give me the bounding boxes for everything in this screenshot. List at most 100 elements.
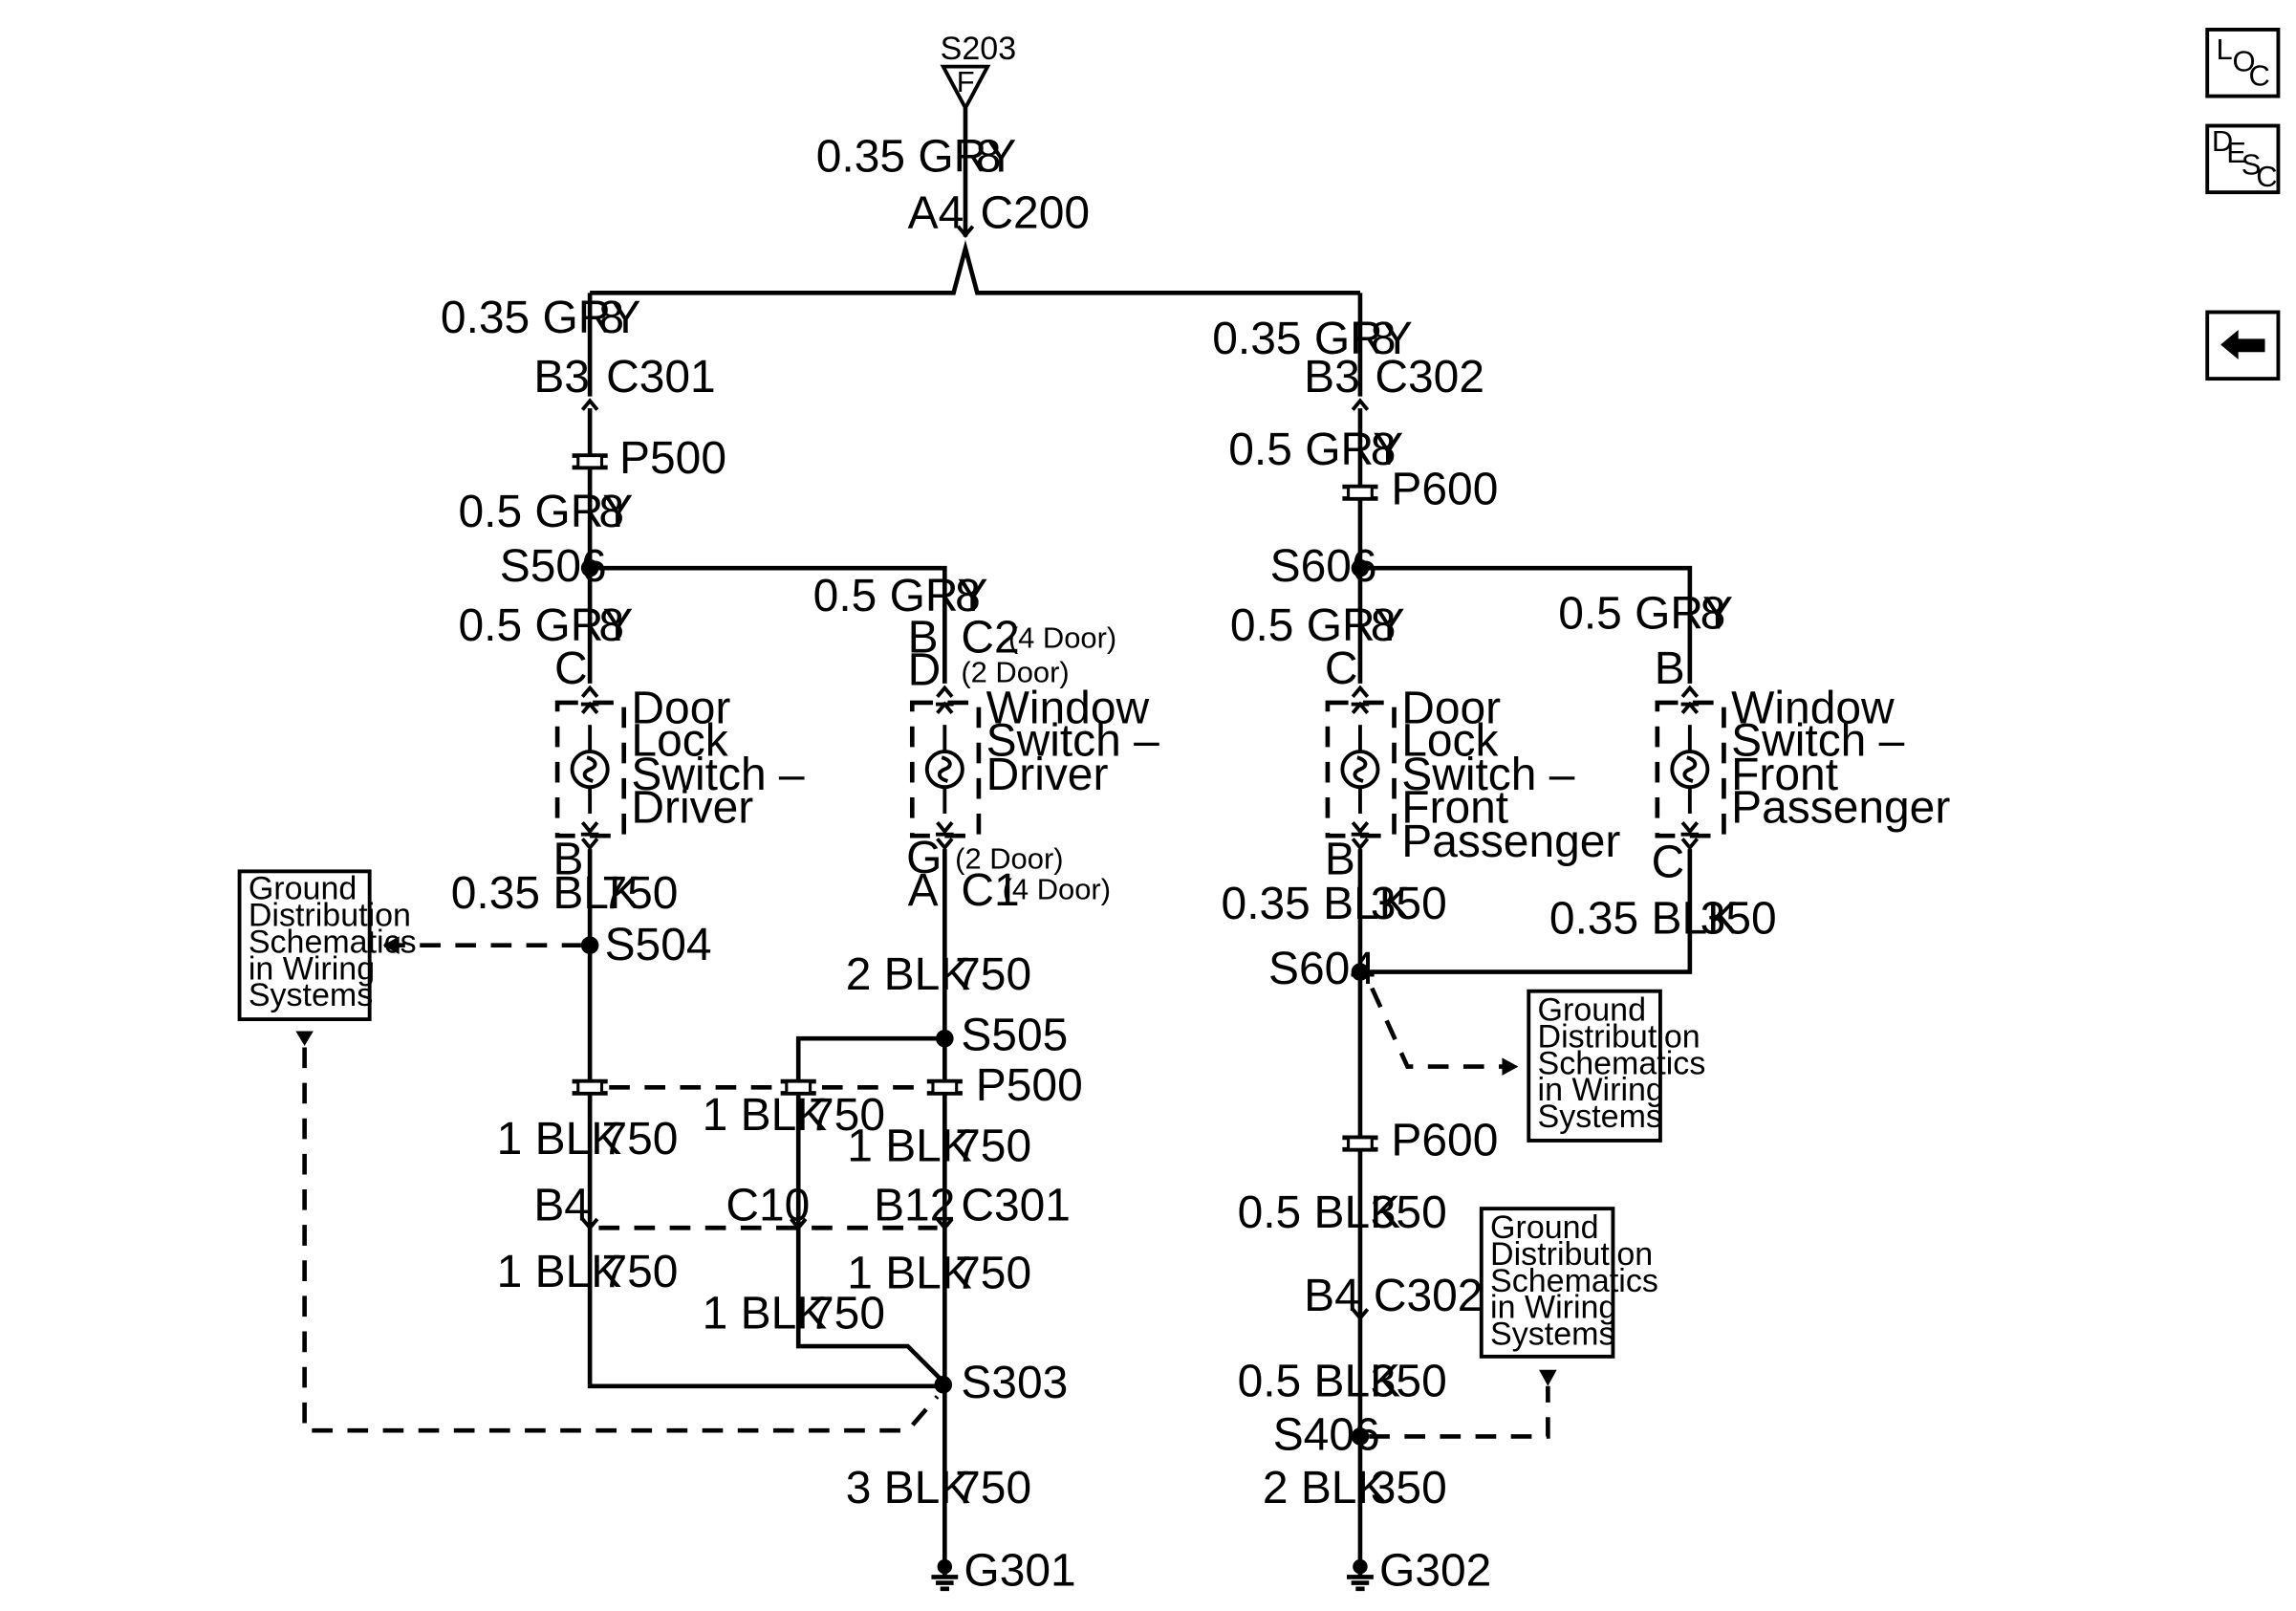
circuit-number: 350 — [1371, 1187, 1447, 1238]
circuit-number: 8 — [598, 600, 624, 651]
wire-label: 0.5 GRY — [1228, 425, 1403, 475]
connector-label: P600 — [1391, 465, 1498, 515]
circuit-number: 8 — [1371, 425, 1397, 475]
splice-label: S504 — [605, 920, 712, 970]
wire-label: 0.5 GRY — [1558, 589, 1733, 640]
circuit-number: 750 — [955, 1463, 1031, 1513]
splice-dot — [580, 936, 599, 955]
svg-text:(4 Door): (4 Door) — [1008, 621, 1116, 655]
circuit-number: 8 — [1700, 589, 1726, 640]
svg-text:Lock: Lock — [1401, 716, 1499, 767]
connector-label: C200 — [980, 187, 1090, 238]
circuit-number: 750 — [602, 868, 679, 919]
svg-text:Driver: Driver — [986, 750, 1109, 800]
svg-text:Systems: Systems — [249, 977, 373, 1013]
svg-text:Schematics: Schematics — [1538, 1045, 1706, 1081]
svg-text:Ground: Ground — [1538, 992, 1646, 1029]
svg-text:Distribution: Distribution — [1490, 1236, 1653, 1273]
ground-distribution-box-right-2[interactable]: Ground Distribution Schematics in Wiring… — [1479, 1207, 1658, 1359]
svg-text:Schematics: Schematics — [249, 924, 417, 960]
svg-text:Ground: Ground — [1490, 1209, 1598, 1246]
pin-label: C — [554, 643, 588, 694]
circuit-number: 750 — [809, 1090, 885, 1141]
pin-label: B — [908, 612, 939, 663]
splice-dot — [1351, 1427, 1370, 1446]
svg-text:C: C — [2249, 59, 2270, 93]
circuit-number: 8 — [598, 487, 624, 537]
svg-text:Window: Window — [1731, 684, 1895, 734]
pin-label: A4 — [908, 187, 964, 238]
svg-text:Ground: Ground — [249, 871, 357, 907]
pin-label: C — [1325, 643, 1358, 694]
circuit-number: 750 — [955, 1121, 1031, 1172]
connector-label: C302 — [1374, 1271, 1484, 1321]
desc-button[interactable]: D E S C — [2205, 123, 2281, 195]
wire-label: 0.35 BLK — [1549, 893, 1738, 944]
svg-text:Switch –: Switch – — [1731, 716, 1904, 767]
wire-label: 2 BLK — [1263, 1463, 1388, 1513]
svg-text:Front: Front — [1731, 750, 1838, 800]
svg-text:Switch –: Switch – — [1401, 750, 1574, 800]
svg-text:E: E — [2226, 136, 2246, 169]
circuit-number: 350 — [1371, 1357, 1447, 1407]
circuit-number: 8 — [1371, 314, 1397, 364]
circuit-number: 350 — [1700, 893, 1777, 944]
wire-label: 0.5 GRY — [458, 600, 633, 651]
circuit-number: 8 — [1371, 600, 1397, 651]
connector-label: C301 — [961, 1181, 1071, 1231]
svg-text:C: C — [2256, 160, 2277, 193]
wire-label: 1 BLK — [847, 1249, 972, 1299]
pin-label: B — [1325, 834, 1355, 884]
circuit-number: 350 — [1371, 1463, 1447, 1513]
connector-label: C301 — [606, 352, 716, 403]
circuit-number: 8 — [598, 293, 624, 343]
door-lock-switch-front-passenger: Door Lock Switch – Front Passenger — [1325, 684, 1620, 867]
svg-text:Door: Door — [1401, 684, 1501, 734]
splice-label: S505 — [961, 1011, 1068, 1061]
circuit-number: 750 — [602, 1114, 679, 1165]
pin-label: B3 — [533, 352, 590, 403]
svg-text:Passenger: Passenger — [1731, 782, 1950, 833]
wire-label: 2 BLK — [846, 949, 971, 1000]
wire-label: 1 BLK — [703, 1090, 828, 1141]
svg-text:D: D — [2212, 124, 2233, 158]
wire-label: 1 BLK — [847, 1121, 972, 1172]
ground-distribution-box-left[interactable]: Ground Distribution Schematics in Wiring… — [237, 869, 417, 1022]
left-arrow-icon — [2220, 330, 2265, 359]
svg-text:(2 Door): (2 Door) — [961, 655, 1069, 688]
door-lock-switch-driver: Door Lock Switch – Driver — [554, 684, 805, 838]
ground-g302 — [1347, 1568, 1374, 1589]
pin-label: B4 — [533, 1181, 590, 1231]
svg-text:Systems: Systems — [1538, 1099, 1662, 1135]
svg-text:Window: Window — [986, 684, 1150, 734]
pin-label: G — [906, 833, 942, 883]
pin-label: C — [1652, 838, 1685, 888]
svg-text:Switch –: Switch – — [986, 716, 1159, 767]
circuit-number: 750 — [955, 949, 1031, 1000]
circuit-number: 350 — [1371, 879, 1447, 929]
splice-label: S303 — [961, 1358, 1068, 1408]
svg-text:F: F — [957, 65, 975, 98]
ground-g301 — [931, 1568, 958, 1589]
ground-distribution-box-right-1[interactable]: Ground Distribution Schematics in Wiring… — [1527, 989, 1706, 1143]
splice-label: S606 — [1270, 541, 1377, 592]
window-switch-driver: Window Switch – Driver — [909, 684, 1159, 838]
wire-label: 0.35 BLK — [1222, 879, 1410, 929]
wire-label: 0.5 GRY — [1230, 600, 1405, 651]
connector-label: P500 — [619, 433, 726, 484]
circuit-number: 750 — [955, 1249, 1031, 1299]
svg-text:(2 Door): (2 Door) — [955, 841, 1063, 875]
svg-text:Lock: Lock — [631, 716, 728, 767]
pin-label: A — [908, 865, 939, 916]
pin-label: B — [1655, 643, 1685, 694]
wire-label: 0.35 BLK — [451, 868, 639, 919]
window-switch-front-passenger: Window Switch – Front Passenger — [1655, 684, 1950, 838]
svg-text:in Wiring: in Wiring — [1490, 1290, 1616, 1326]
wire-label: 0.35 GRY — [1212, 314, 1413, 364]
back-button[interactable] — [2205, 310, 2281, 381]
splice-label: S406 — [1273, 1409, 1380, 1460]
loc-button[interactable]: L O C — [2205, 28, 2281, 98]
connector-label: P500 — [976, 1060, 1083, 1111]
connector-label: C1 — [961, 865, 1019, 916]
